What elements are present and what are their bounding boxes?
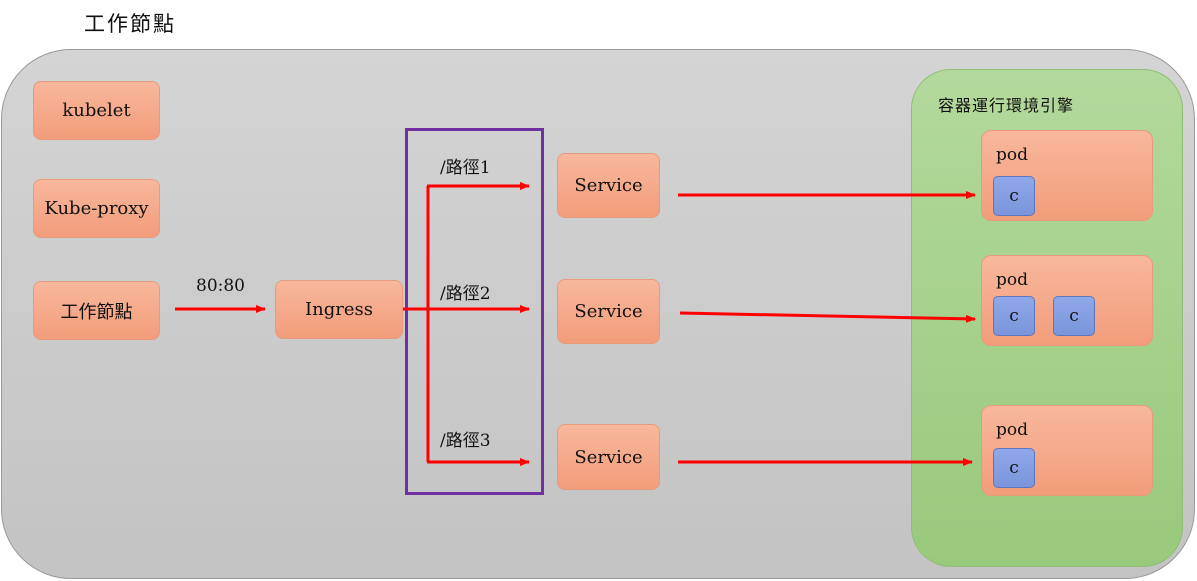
route-path-label: /路徑1	[440, 158, 491, 178]
ingress-router-frame	[405, 128, 544, 495]
container-box: c	[993, 176, 1035, 216]
kubelet-box: kubelet	[33, 81, 160, 140]
service-box: Service	[557, 153, 660, 218]
diagram-title: 工作節點	[84, 12, 176, 36]
pod-box: pod c	[981, 405, 1153, 496]
container-box: c	[1053, 296, 1095, 336]
pod-label: pod	[996, 145, 1028, 165]
service-box: Service	[557, 279, 660, 344]
ingress-box: Ingress	[275, 280, 403, 339]
container-box: c	[993, 296, 1035, 336]
pod-label: pod	[996, 420, 1028, 440]
port-label: 80:80	[196, 276, 245, 296]
route-path-label: /路徑3	[440, 431, 491, 451]
container-box: c	[993, 448, 1035, 488]
kube-proxy-box: Kube-proxy	[33, 179, 160, 238]
route-path-label: /路徑2	[440, 284, 491, 304]
service-2-to-pod-arrow	[679, 311, 976, 323]
container-engine-label: 容器運行環境引擎	[938, 96, 1075, 115]
worker-node-box: 工作節點	[33, 281, 160, 340]
pod-box: pod c	[981, 130, 1153, 221]
container-engine-panel: 容器運行環境引擎 pod c pod c c pod c	[911, 69, 1183, 567]
pod-label: pod	[996, 270, 1028, 290]
pod-box: pod c c	[981, 255, 1153, 346]
service-box: Service	[557, 424, 660, 490]
